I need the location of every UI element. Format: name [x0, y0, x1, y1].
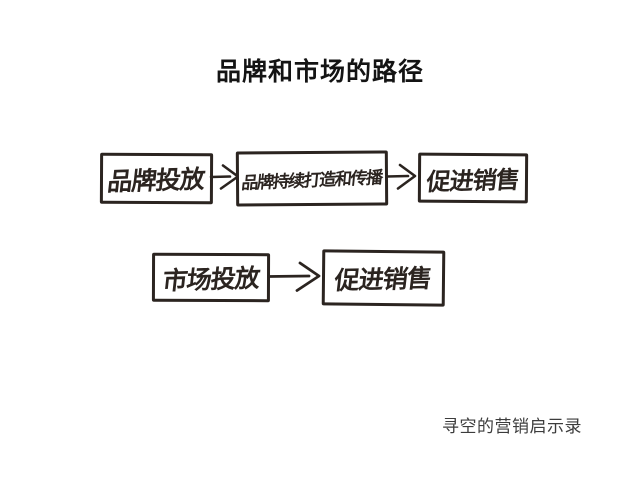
flow-node-brand-building: 品牌持续打造和传播 — [235, 150, 389, 207]
flow-node-label: 品牌持续打造和传播 — [240, 168, 383, 193]
flow-node-label: 市场投放 — [161, 264, 261, 295]
flow-node-label: 促进销售 — [333, 264, 434, 296]
arrow-right-icon — [384, 159, 422, 198]
flow-node-promote-sales-top: 促进销售 — [417, 152, 529, 204]
flow-node-promote-sales-bottom: 促进销售 — [321, 249, 446, 307]
caption: 寻空的营销启示录 — [442, 417, 582, 436]
arrow-right-icon — [266, 256, 328, 301]
flow-node-label: 促进销售 — [424, 166, 521, 196]
page-title: 品牌和市场的路径 — [215, 58, 424, 86]
flow-node-brand-investment: 品牌投放 — [99, 152, 214, 205]
flow-node-label: 品牌投放 — [106, 165, 207, 196]
flow-node-market-investment: 市场投放 — [151, 252, 271, 303]
